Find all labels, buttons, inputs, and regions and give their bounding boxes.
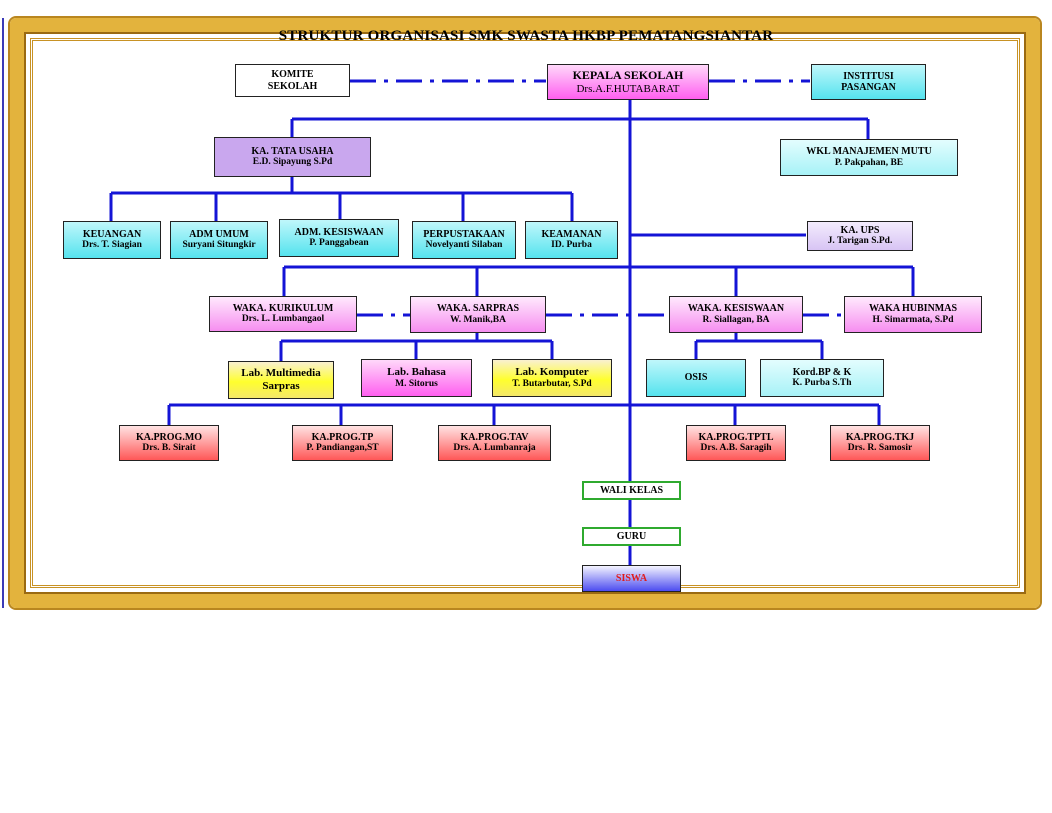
- box-lab-multimedia: Lab. Multimedia Sarpras: [228, 361, 334, 399]
- box-keuangan: KEUANGAN Drs. T. Siagian: [63, 221, 161, 259]
- box-lab-komputer: Lab. Komputer T. Butarbutar, S.Pd: [492, 359, 612, 397]
- box-ka-prog-tp: KA.PROG.TP P. Pandiangan,ST: [292, 425, 393, 461]
- ornamental-frame: [10, 18, 1040, 608]
- box-wali-kelas: WALI KELAS: [582, 481, 681, 500]
- left-border-line: [2, 18, 4, 608]
- box-ka-prog-tptl: KA.PROG.TPTL Drs. A.B. Saragih: [686, 425, 786, 461]
- box-komite-sekolah: KOMITE SEKOLAH: [235, 64, 350, 97]
- box-kord-bp-k: Kord.BP & K K. Purba S.Th: [760, 359, 884, 397]
- box-ka-prog-tav: KA.PROG.TAV Drs. A. Lumbanraja: [438, 425, 551, 461]
- box-waka-sarpras: WAKA. SARPRAS W. Manik,BA: [410, 296, 546, 333]
- box-ka-prog-mo: KA.PROG.MO Drs. B. Sirait: [119, 425, 219, 461]
- box-perpustakaan: PERPUSTAKAAN Novelyanti Silaban: [412, 221, 516, 259]
- box-keamanan: KEAMANAN ID. Purba: [525, 221, 618, 259]
- box-ka-ups: KA. UPS J. Tarigan S.Pd.: [807, 221, 913, 251]
- box-ka-prog-tkj: KA.PROG.TKJ Drs. R. Samosir: [830, 425, 930, 461]
- box-guru: GURU: [582, 527, 681, 546]
- box-lab-bahasa: Lab. Bahasa M. Sitorus: [361, 359, 472, 397]
- box-waka-kesiswaan: WAKA. KESISWAAN R. Siallagan, BA: [669, 296, 803, 333]
- box-ka-tata-usaha: KA. TATA USAHA E.D. Sipayung S.Pd: [214, 137, 371, 177]
- inner-frame: [30, 38, 1020, 588]
- chart-title: STRUKTUR ORGANISASI SMK SWASTA HKBP PEMA…: [278, 28, 774, 44]
- box-waka-hubinmas: WAKA HUBINMAS H. Simarmata, S.Pd: [844, 296, 982, 333]
- box-adm-kesiswaan: ADM. KESISWAAN P. Panggabean: [279, 219, 399, 257]
- box-kepala-sekolah: KEPALA SEKOLAH Drs.A.F.HUTABARAT: [547, 64, 709, 100]
- box-osis: OSIS: [646, 359, 746, 397]
- box-siswa: SISWA: [582, 565, 681, 592]
- box-wkl-manajemen-mutu: WKL MANAJEMEN MUTU P. Pakpahan, BE: [780, 139, 958, 176]
- box-adm-umum: ADM UMUM Suryani Situngkir: [170, 221, 268, 259]
- box-waka-kurikulum: WAKA. KURIKULUM Drs. L. Lumbangaol: [209, 296, 357, 332]
- box-institusi-pasangan: INSTITUSI PASANGAN: [811, 64, 926, 100]
